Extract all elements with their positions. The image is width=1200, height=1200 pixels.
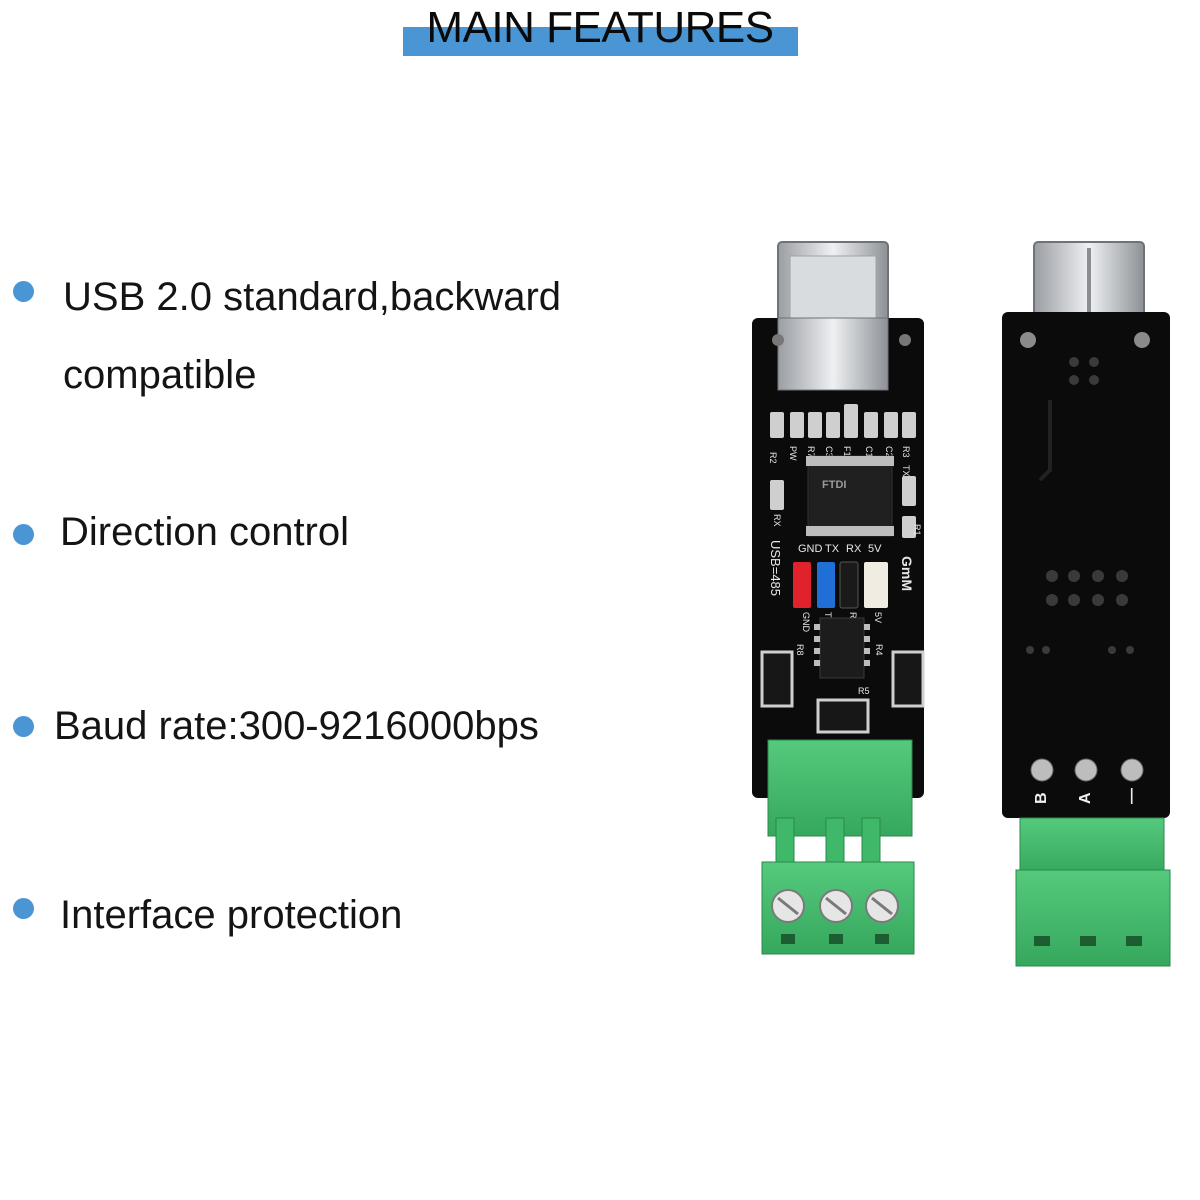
feature-text: Baud rate:300-9216000bps bbox=[54, 704, 539, 748]
label-r1: R1 bbox=[912, 524, 922, 536]
feature-text-continued: compatible bbox=[63, 353, 257, 397]
label-r4: R4 bbox=[874, 644, 884, 656]
chip-body bbox=[810, 466, 890, 526]
pcb-trace bbox=[1038, 400, 1052, 482]
label-r8: R8 bbox=[795, 644, 805, 656]
silkscreen-labels: R2 PW R7 C3 F1 C1 C2 R3 TX RX R1 R8 R4 R… bbox=[768, 446, 922, 696]
jumper-tx bbox=[817, 562, 835, 608]
usb-connector-body bbox=[777, 317, 889, 391]
jumper-label-tx: TX bbox=[825, 543, 840, 555]
solder-joint bbox=[1030, 758, 1054, 782]
page-title: MAIN FEATURES bbox=[426, 3, 774, 52]
jumper-labels: GND TX RX 5V bbox=[798, 543, 882, 555]
label-pw: PW bbox=[788, 446, 798, 461]
jumper-label-5v: 5V bbox=[868, 543, 882, 555]
jumper-rx bbox=[839, 561, 859, 609]
bullet-icon bbox=[13, 281, 34, 302]
bullet-icon bbox=[13, 898, 34, 919]
protection-diodes bbox=[760, 650, 925, 734]
bullet-icon bbox=[13, 716, 34, 737]
label-c2: C2 bbox=[884, 446, 894, 458]
via-pads bbox=[1026, 357, 1134, 654]
pin-label-5v: 5V bbox=[873, 612, 883, 623]
label-r3: R3 bbox=[901, 446, 911, 458]
label-tx: TX bbox=[901, 465, 911, 477]
chip-pins bbox=[806, 456, 894, 536]
terminal-label-b: B bbox=[1033, 792, 1050, 804]
solder-joint bbox=[1074, 758, 1098, 782]
label-r2: R2 bbox=[768, 452, 778, 464]
brand-logo-text: GmM bbox=[899, 556, 915, 591]
page-header: MAIN FEATURES bbox=[0, 0, 1200, 60]
terminal-label-a: A bbox=[1077, 792, 1094, 804]
label-c1: C1 bbox=[864, 446, 874, 458]
solder-pad bbox=[899, 334, 911, 346]
terminal-labels: B A — bbox=[1033, 788, 1140, 804]
label-c3: C3 bbox=[824, 446, 834, 458]
solder-joint bbox=[1120, 758, 1144, 782]
smd-components bbox=[770, 404, 916, 538]
model-label: USB=485 bbox=[768, 540, 783, 596]
mounting-pad bbox=[1020, 332, 1036, 348]
transceiver-chip bbox=[819, 617, 865, 679]
back-board: B A — bbox=[1002, 241, 1171, 967]
terminal-label-ground: — bbox=[1123, 788, 1140, 804]
jumper-label-rx: RX bbox=[846, 543, 862, 555]
bullet-icon bbox=[13, 524, 34, 545]
solder-pad bbox=[772, 334, 784, 346]
feature-text: USB 2.0 standard,backward bbox=[63, 275, 562, 319]
feature-text: Interface protection bbox=[60, 893, 403, 937]
feature-text: Direction control bbox=[60, 510, 350, 554]
label-rx: RX bbox=[772, 514, 782, 527]
terminal-block bbox=[761, 739, 915, 955]
label-r7: R7 bbox=[806, 446, 816, 458]
jumper-label-gnd: GND bbox=[798, 543, 823, 555]
label-f1: F1 bbox=[842, 446, 852, 457]
title-highlight-bar bbox=[403, 27, 798, 56]
product-photo: R2 PW R7 C3 F1 C1 C2 R3 TX RX R1 R8 R4 R… bbox=[752, 241, 1171, 967]
terminal-block-back bbox=[1015, 817, 1171, 967]
pin-label-gnd: GND bbox=[801, 612, 811, 633]
front-board: R2 PW R7 C3 F1 C1 C2 R3 TX RX R1 R8 R4 R… bbox=[752, 241, 925, 955]
mounting-pad bbox=[1134, 332, 1150, 348]
pcb-back bbox=[1002, 312, 1170, 818]
transceiver-pins bbox=[814, 624, 870, 666]
jumper-gnd bbox=[793, 562, 811, 608]
chip-brand-text: FTDI bbox=[822, 479, 846, 491]
label-r5: R5 bbox=[858, 686, 870, 696]
jumper-5v bbox=[864, 562, 888, 608]
